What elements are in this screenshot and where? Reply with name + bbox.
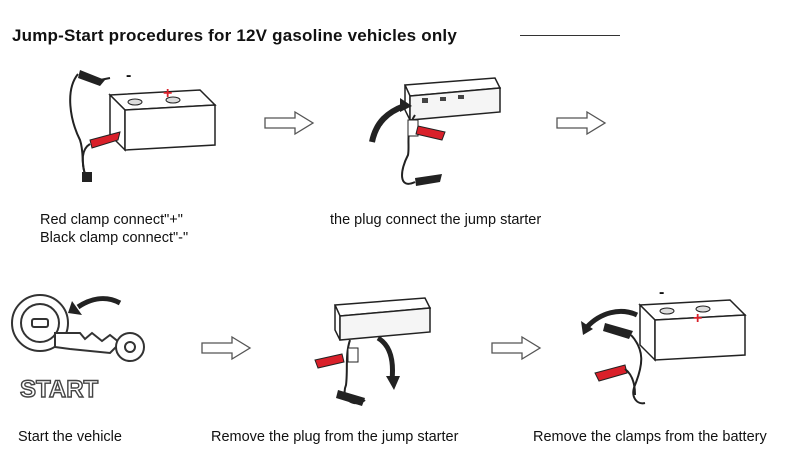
title-rule	[520, 35, 620, 36]
key-start-label: START	[20, 376, 99, 403]
battery-with-clamps-illustration: - +	[69, 67, 217, 182]
step-5-caption: Remove the clamps from the battery	[533, 429, 767, 445]
remove-plug-illustration	[314, 297, 432, 406]
step-arrow-2	[556, 110, 607, 136]
battery-positive-label: +	[163, 85, 172, 102]
step-4-caption: Remove the plug from the jump starter	[211, 429, 459, 445]
step-1-caption-line-1: Red clamp connect"+"	[40, 212, 183, 228]
remove-clamps-illustration: - +	[581, 284, 747, 405]
step-1-caption-line-2: Black clamp connect"-"	[40, 230, 189, 246]
step-arrow-1	[264, 110, 315, 136]
step-arrow-3	[201, 335, 252, 361]
battery-negative-label: -	[126, 67, 131, 84]
step-3-caption: Start the vehicle	[18, 429, 122, 445]
battery-2-positive-label: +	[693, 310, 702, 327]
step-1-caption: Red clamp connect"+" Black clamp connect…	[40, 211, 188, 247]
page-title: Jump-Start procedures for 12V gasoline v…	[12, 26, 457, 45]
battery-2-negative-label: -	[659, 284, 664, 301]
jump-starter-plug-illustration	[369, 77, 502, 186]
ignition-key-illustration: START	[11, 294, 145, 404]
step-arrow-4	[491, 335, 542, 361]
step-2-caption: the plug connect the jump starter	[330, 212, 542, 228]
